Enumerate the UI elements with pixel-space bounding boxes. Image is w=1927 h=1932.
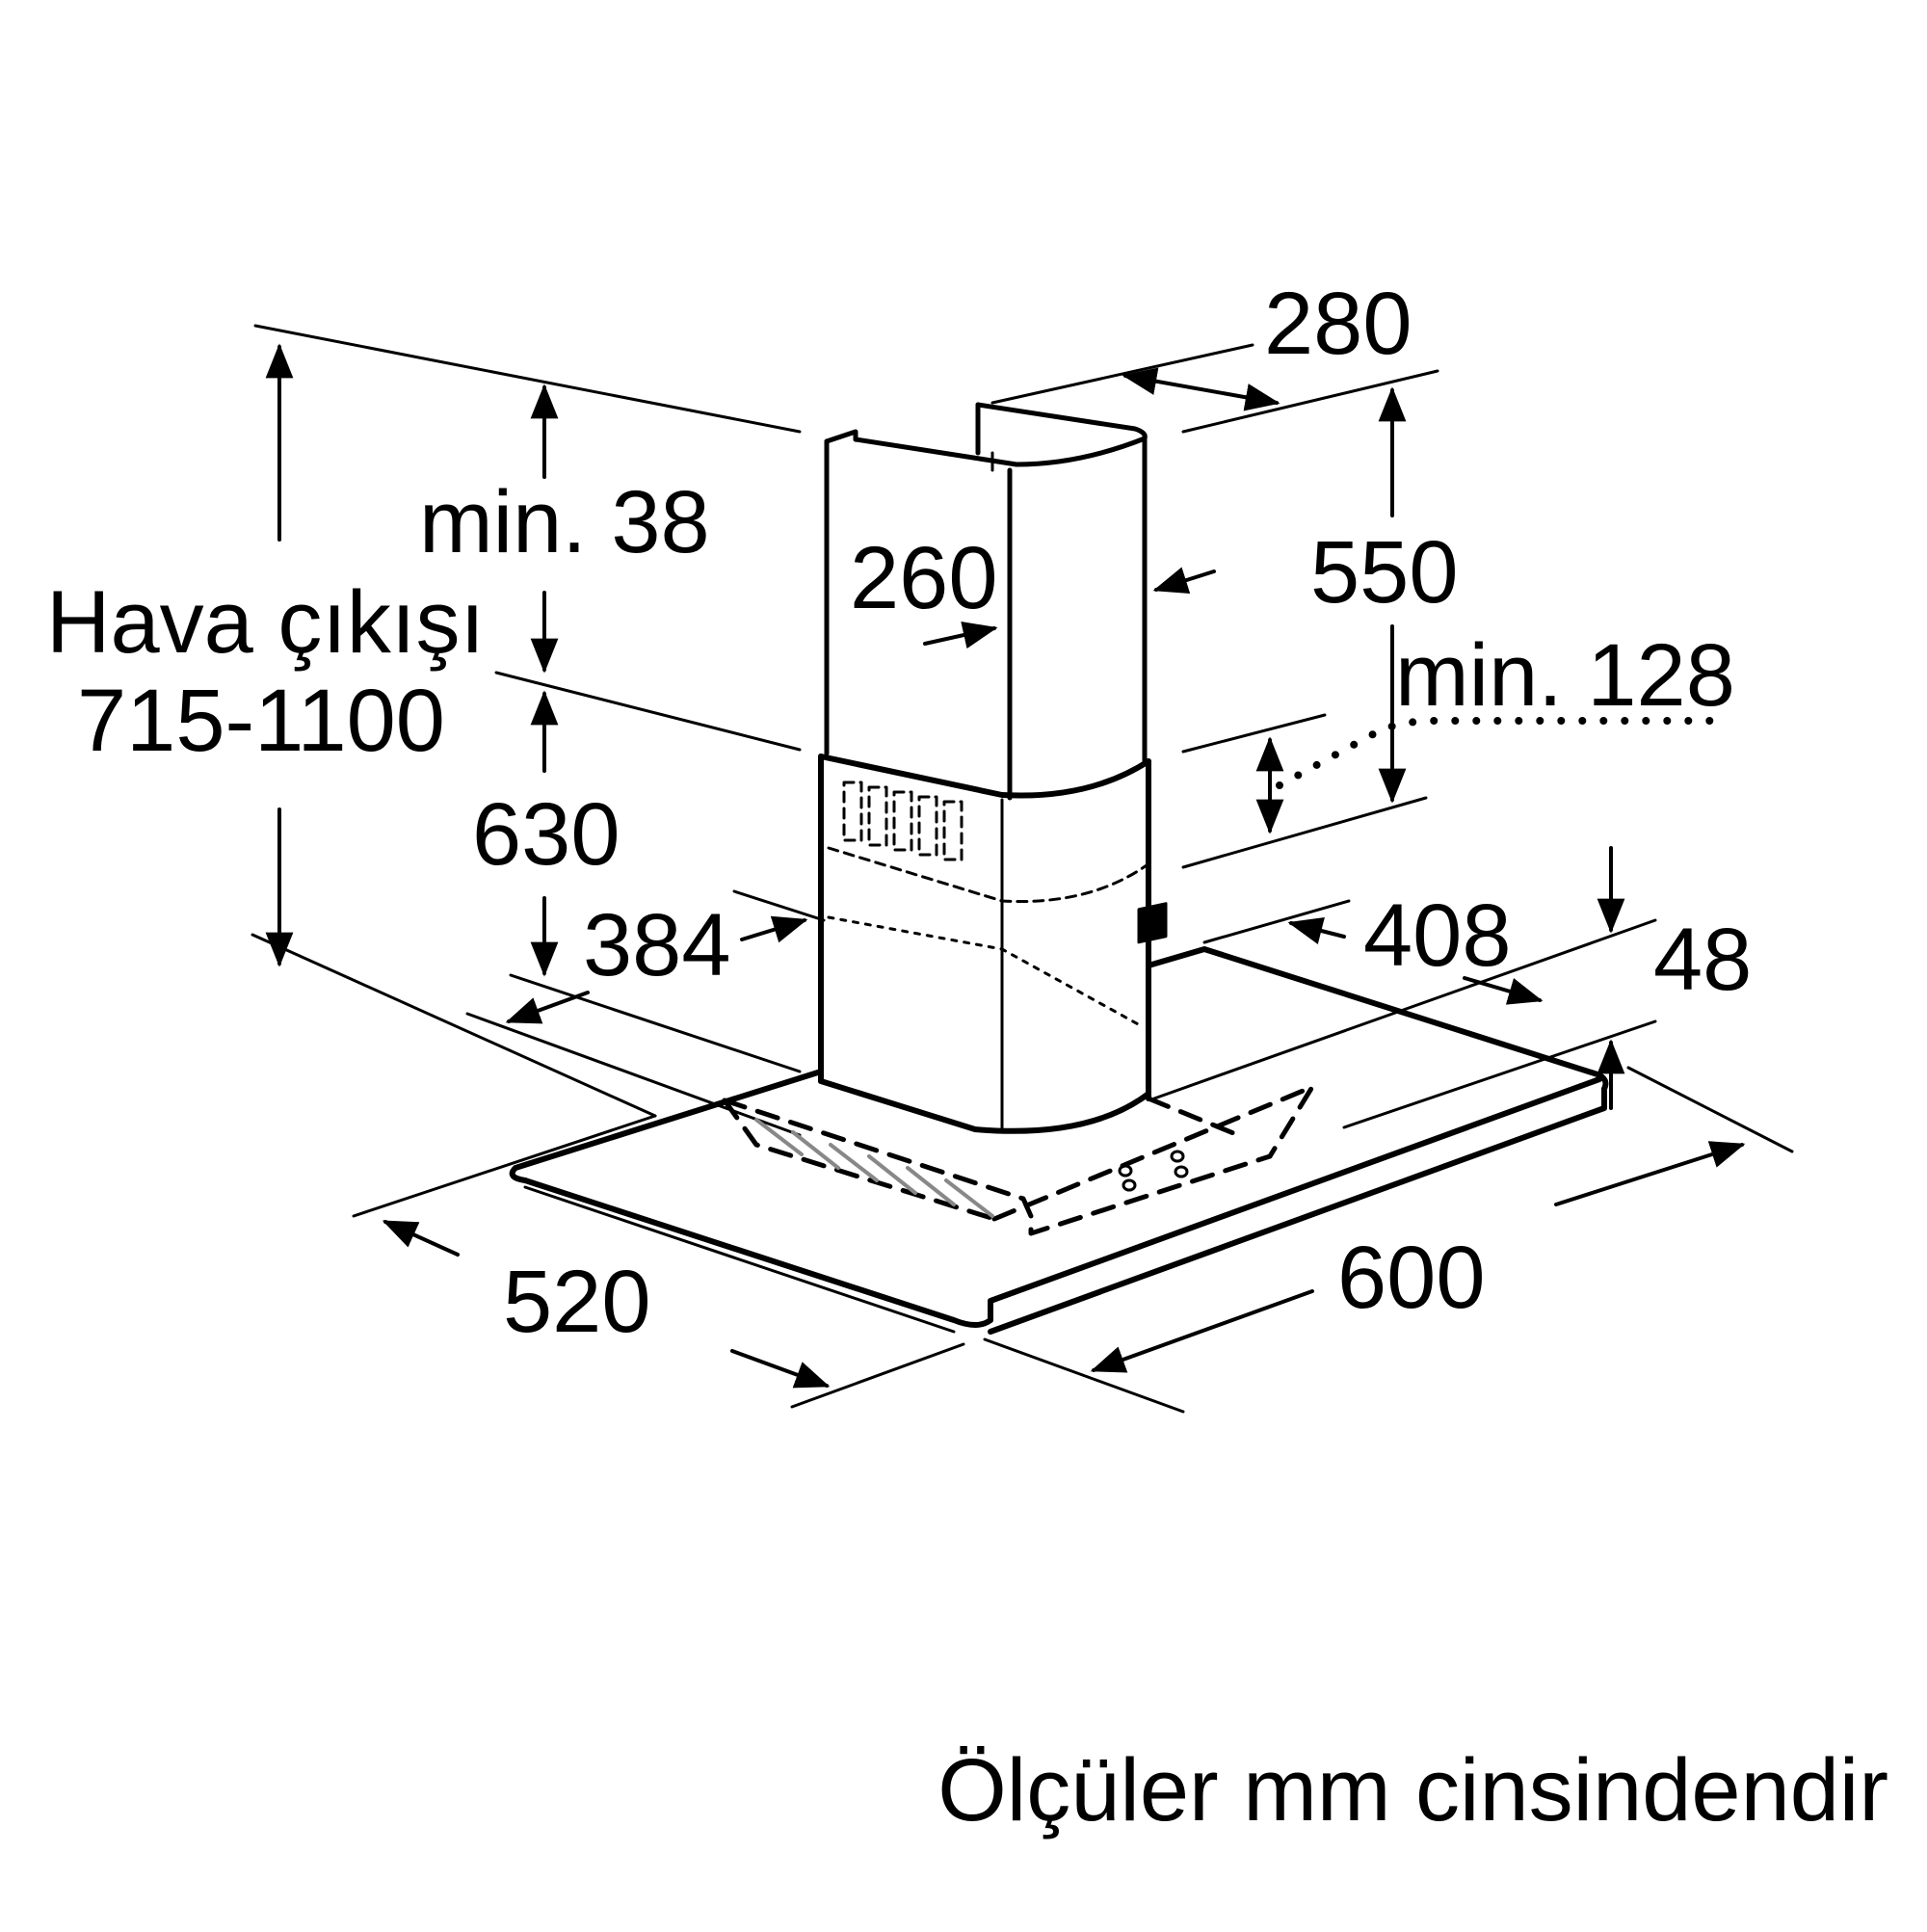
control-panel xyxy=(1118,902,1189,1192)
min-128-leader xyxy=(1276,717,1719,789)
arrow-520-right xyxy=(730,1349,831,1389)
label-630: 630 xyxy=(472,785,620,884)
filter-grid xyxy=(754,1118,994,1218)
canopy xyxy=(509,946,1609,1335)
label-600: 600 xyxy=(1337,1229,1486,1327)
arrow-280 xyxy=(1122,367,1280,411)
arrow-260-right xyxy=(1152,567,1216,594)
label-air-outlet: Hava çıkışı xyxy=(46,573,486,672)
label-min-128: min. 128 xyxy=(1395,626,1735,725)
label-520: 520 xyxy=(503,1253,651,1351)
units-caption: Ölçüler mm cinsindendir xyxy=(937,1741,1888,1839)
vent-grille xyxy=(827,781,1148,903)
arrow-600-right xyxy=(1554,1141,1746,1206)
dimension-arrows xyxy=(265,343,1746,1389)
canopy-front-edge xyxy=(523,1185,956,1334)
label-408: 408 xyxy=(1363,887,1512,985)
label-min-38: min. 38 xyxy=(419,473,710,571)
arrow-520-left xyxy=(382,1220,460,1257)
arrow-408-right xyxy=(1463,976,1544,1005)
label-air-outlet-range: 715-1100 xyxy=(77,672,445,770)
chimney-upper xyxy=(824,402,1148,801)
arrow-408-left xyxy=(1287,917,1346,944)
arrow-260-left xyxy=(923,621,998,649)
hidden-edge-dotted xyxy=(827,915,1144,1028)
filter-outline xyxy=(722,1084,1315,1236)
arrow-384-right xyxy=(740,915,808,943)
label-48: 48 xyxy=(1653,911,1753,1009)
label-280: 280 xyxy=(1264,275,1412,373)
extension-lines xyxy=(251,324,1794,1414)
label-384: 384 xyxy=(583,896,731,994)
label-550: 550 xyxy=(1310,523,1459,622)
arrow-384-left xyxy=(505,991,590,1024)
label-260: 260 xyxy=(850,529,998,627)
arrow-600-left xyxy=(1090,1289,1314,1373)
